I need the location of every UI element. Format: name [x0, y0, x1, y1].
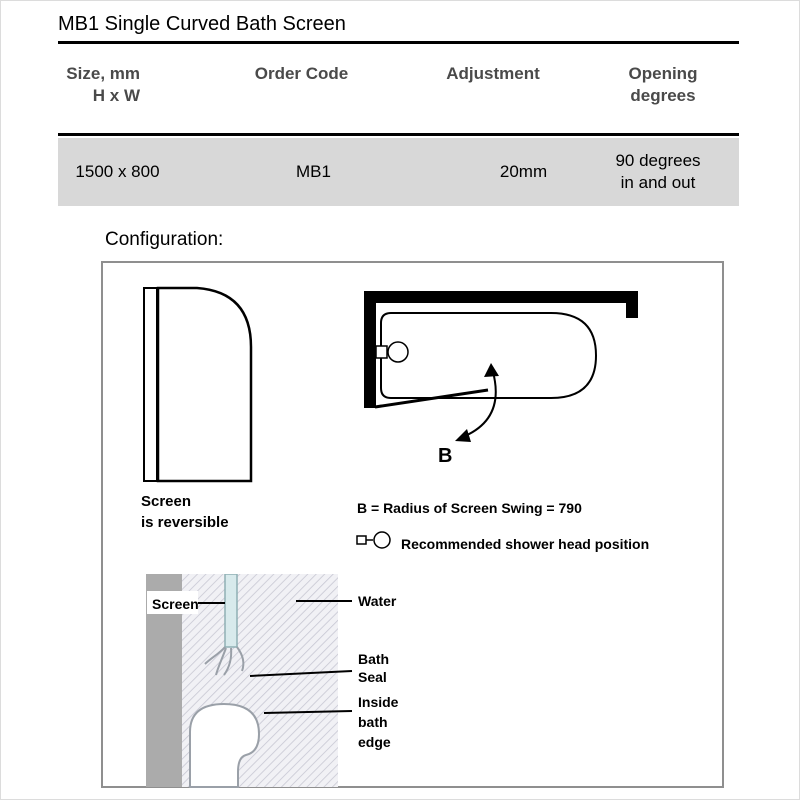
shower-icon-head — [373, 531, 391, 549]
elevation-caption-line1: Screen — [141, 493, 192, 510]
seal-label-line1: Bath — [358, 651, 389, 667]
seal-label-line2: Seal — [358, 669, 387, 685]
col-header-order-code: Order Code — [254, 64, 349, 83]
edge-leader-line — [263, 710, 353, 714]
elevation-caption: Screen is reversible — [141, 491, 229, 533]
cross-section-diagram: Screen Water Bath Seal Inside bath edge — [146, 574, 399, 788]
radius-note: B = Radius of Screen Swing = 790 — [357, 500, 582, 516]
cell-opening-line1: 90 degrees — [615, 151, 701, 170]
shower-head-icon — [356, 531, 391, 549]
curved-screen-outline — [156, 286, 253, 483]
cell-opening: 90 degrees in and out — [582, 150, 734, 194]
col-header-adjustment: Adjustment — [446, 64, 540, 83]
wall-right-return — [626, 303, 638, 318]
screen-elevation-diagram — [143, 286, 253, 483]
swing-arrow-down-icon — [455, 429, 471, 442]
swing-arrow-up-icon — [484, 363, 499, 377]
cell-size: 1500 x 800 — [75, 162, 160, 181]
screen-label-bg — [147, 591, 198, 614]
edge-label-line2: bath — [358, 714, 388, 730]
shower-note: Recommended shower head position — [401, 536, 650, 552]
col-header-opening: Opening degrees — [589, 63, 737, 107]
shower-stub — [375, 345, 388, 359]
col-header-opening-line1: Opening — [628, 64, 698, 83]
screen-plan-line — [374, 388, 489, 409]
bath-outline — [380, 312, 598, 399]
wall-left — [364, 291, 376, 408]
screen-strip — [224, 574, 238, 648]
cell-opening-line2: in and out — [620, 173, 696, 192]
swing-arc — [464, 371, 497, 437]
screen-label: Screen — [152, 596, 199, 612]
wall-profile-bar — [143, 287, 158, 482]
swing-label: B — [438, 445, 452, 467]
cell-adjustment: 20mm — [499, 162, 548, 181]
col-header-size-line2: H x W — [92, 86, 140, 105]
shower-head-circle — [387, 341, 409, 363]
configuration-box: Screen is reversible B B = Radius of Scr… — [101, 261, 724, 788]
seal-leader-line — [249, 670, 353, 677]
page-title: MB1 Single Curved Bath Screen — [58, 13, 346, 35]
bath-edge-section — [189, 702, 261, 788]
spec-table-row: 1500 x 800 MB1 20mm 90 degrees in and ou… — [58, 138, 739, 206]
header-divider — [58, 133, 739, 136]
bath-seal-curves — [204, 646, 245, 676]
title-divider — [58, 41, 739, 44]
cell-order-code: MB1 — [296, 162, 331, 181]
col-header-opening-line2: degrees — [630, 86, 696, 105]
col-header-size-line1: Size, mm — [66, 64, 140, 83]
configuration-heading: Configuration: — [105, 229, 224, 250]
edge-label-line3: edge — [358, 734, 391, 750]
water-label: Water — [358, 593, 397, 609]
plan-view-diagram: B — [364, 291, 638, 467]
edge-label-line1: Inside — [358, 694, 399, 710]
col-header-size: Size, mm H x W — [58, 63, 140, 107]
wall-top — [364, 291, 638, 303]
shower-icon-body — [356, 535, 367, 545]
elevation-caption-line2: is reversible — [141, 514, 229, 531]
